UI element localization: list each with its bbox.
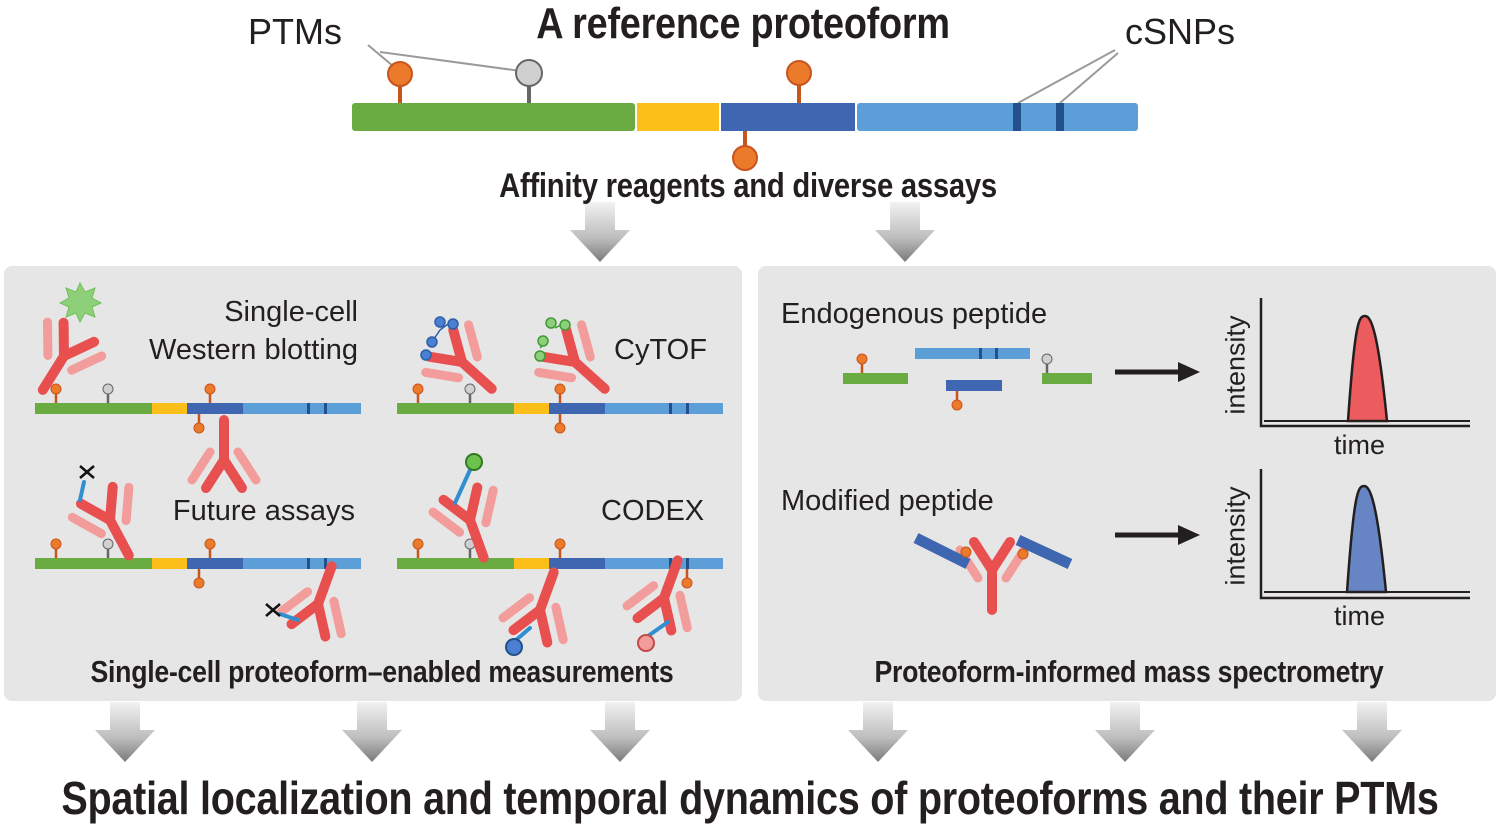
right-panel-caption: Proteoform-informed mass spectrometry: [874, 654, 1384, 689]
down-arrow: [1095, 702, 1155, 762]
right-panel: [758, 266, 1496, 701]
endogenous-plot: [1259, 298, 1470, 428]
down-arrow: [570, 202, 630, 262]
western-label-line2: Western blotting: [148, 334, 358, 366]
cytof-assay: [397, 317, 723, 435]
modified-plot: [1259, 469, 1470, 600]
down-arrow: [95, 702, 155, 762]
bottom-conclusion: Spatial localization and temporal dynami…: [61, 772, 1439, 824]
down-arrow: [1342, 702, 1402, 762]
down-arrow: [590, 702, 650, 762]
affinity-label: Affinity reagents and diverse assays: [499, 167, 997, 205]
down-arrow: [875, 202, 935, 262]
future-assay: [35, 465, 362, 641]
down-arrow: [342, 702, 402, 762]
diagram-title: A reference proteoform: [536, 0, 950, 48]
codex-assay: [397, 453, 723, 656]
modified-peptide-capture: [913, 533, 1073, 610]
intensity-axis-label: intensity: [1220, 315, 1251, 415]
western-blot-assay: [16, 281, 361, 488]
future-assays-label: Future assays: [172, 495, 355, 527]
left-panel-caption: Single-cell proteoform–enabled measureme…: [90, 654, 674, 689]
modified-peptide-label: Modified peptide: [781, 485, 994, 517]
right-arrow: [1115, 525, 1200, 545]
csnps-label: cSNPs: [1125, 11, 1236, 52]
down-arrow: [848, 702, 908, 762]
reference-proteoform-bar: [352, 44, 1138, 171]
western-label-line1: Single-cell: [224, 296, 358, 328]
right-arrow: [1115, 362, 1200, 382]
time-axis-label: time: [1334, 601, 1386, 631]
endogenous-peptide-label: Endogenous peptide: [781, 298, 1048, 330]
time-axis-label: time: [1334, 430, 1386, 460]
codex-label: CODEX: [601, 495, 705, 527]
endogenous-peptides: [843, 348, 1092, 412]
cytof-label: CyTOF: [614, 334, 707, 366]
ptms-label: PTMs: [248, 11, 342, 52]
intensity-axis-label: intensity: [1220, 486, 1251, 586]
